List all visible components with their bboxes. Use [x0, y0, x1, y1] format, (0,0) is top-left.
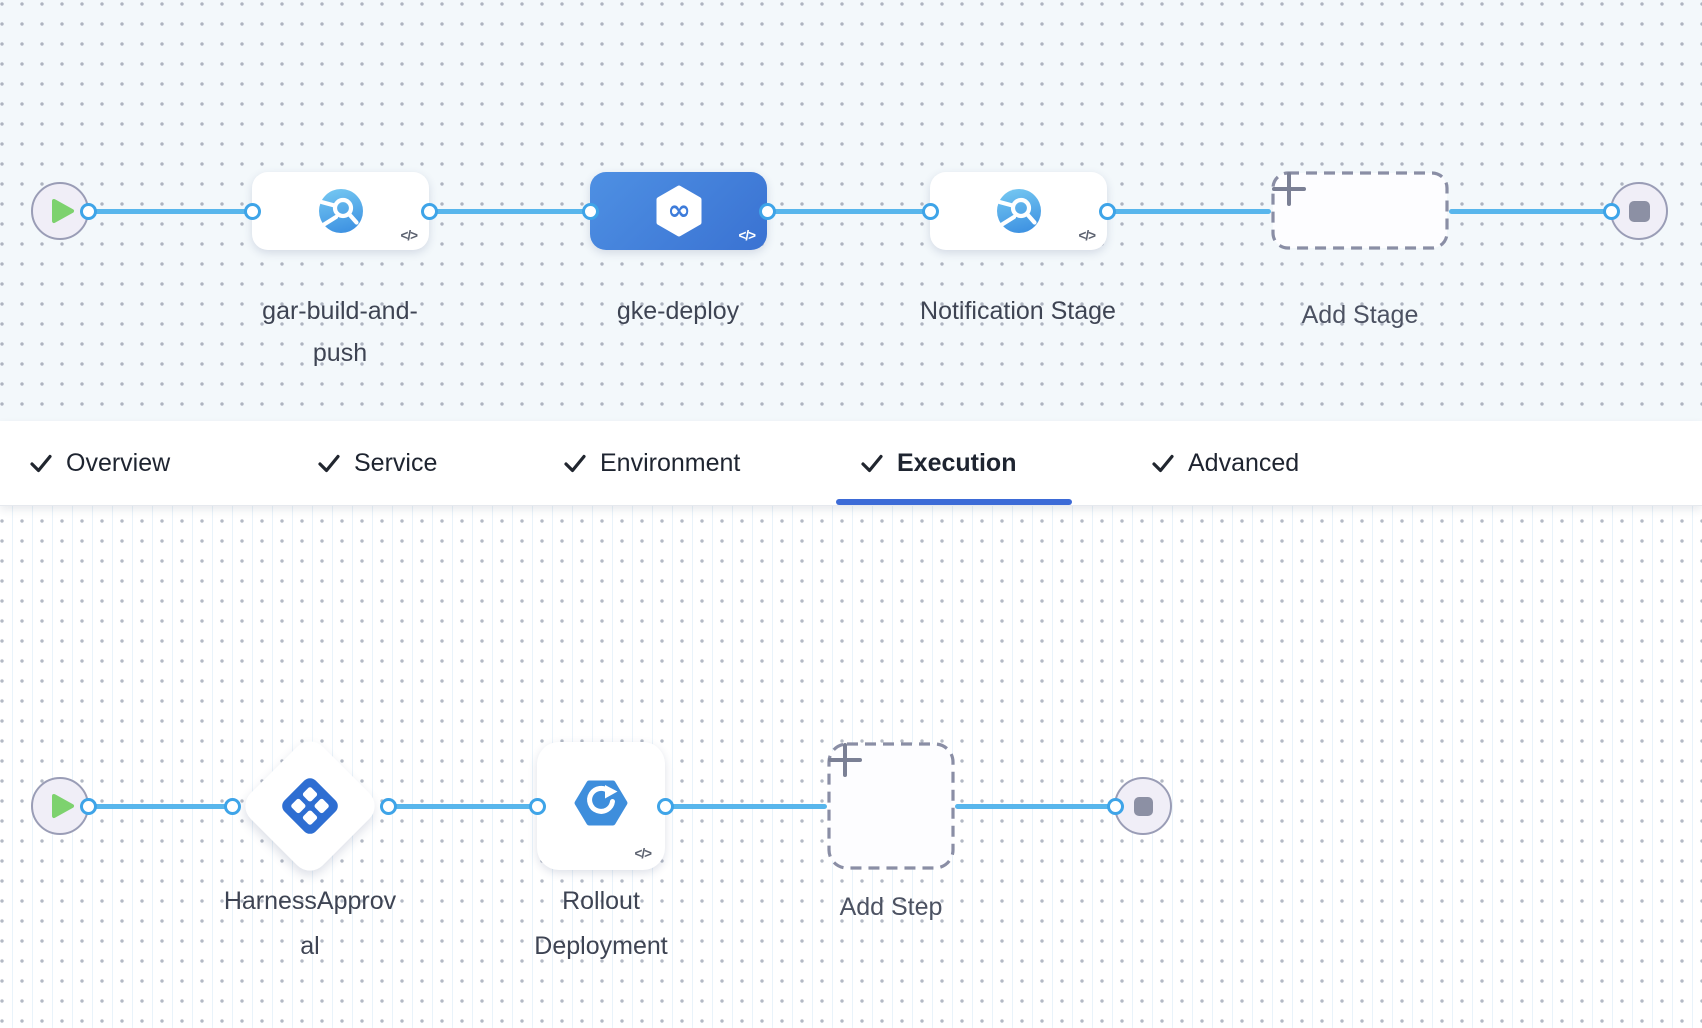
plus-icon [828, 743, 862, 777]
plus-icon [1272, 172, 1306, 206]
add-step-label: Add Step [839, 893, 943, 921]
execution-start-node [31, 777, 89, 835]
port-stage1-in[interactable] [243, 202, 261, 220]
stop-icon [1628, 200, 1650, 222]
port-end-in[interactable] [1602, 202, 1620, 220]
step-card-rollout-deployment[interactable]: </> [537, 742, 665, 870]
edge-stage1-to-stage2 [429, 208, 590, 214]
edge-start-to-stage1 [88, 208, 252, 214]
edge-stage2-to-stage3 [767, 208, 930, 214]
stage-card-gar-build-and-push[interactable]: </> [252, 172, 429, 250]
tab-label: Service [354, 448, 438, 477]
custom-stage-icon [996, 189, 1041, 233]
step-label-harness-approval: HarnessApproval [223, 887, 397, 960]
stage-yaml-badge[interactable]: </> [1078, 228, 1096, 243]
port-start-out[interactable] [79, 202, 97, 220]
edge-addstage-to-end [1449, 208, 1611, 214]
port-stage1-out[interactable] [420, 202, 438, 220]
add-stage-label: Add Stage [1301, 301, 1419, 329]
stop-icon [1133, 796, 1153, 816]
edge-start-to-approval [88, 803, 232, 809]
add-stage-button[interactable] [1271, 171, 1449, 250]
tab-service[interactable]: Service [317, 421, 437, 505]
ci-stage-icon [318, 189, 363, 233]
port-rollout-out[interactable] [656, 797, 674, 815]
edge-addstep-to-end [955, 803, 1115, 809]
active-tab-underline [836, 499, 1072, 505]
tab-execution[interactable]: Execution [860, 421, 1016, 505]
edge-approval-to-rollout [388, 803, 537, 809]
tab-label: Advanced [1188, 448, 1300, 477]
stage-yaml-badge[interactable]: </> [400, 228, 418, 243]
tab-environment[interactable]: Environment [563, 421, 740, 505]
pipeline-start-node [31, 182, 89, 240]
tab-label: Environment [600, 448, 741, 477]
rollout-deployment-icon [574, 780, 628, 826]
stage-label-gke-deploy: gke-deploy [616, 297, 740, 325]
cd-stage-icon: ∞ [656, 185, 701, 237]
step-yaml-badge[interactable]: </> [634, 846, 652, 861]
play-icon [52, 794, 74, 818]
stage-graph-canvas[interactable]: </> ∞ </> < [0, 0, 1702, 421]
check-icon [1152, 454, 1174, 473]
tab-label: Execution [897, 448, 1017, 477]
port-exec-end-in[interactable] [1106, 797, 1124, 815]
check-icon [861, 454, 883, 473]
step-label-rollout-deployment: Rollout Deployment [534, 887, 668, 960]
tab-advanced[interactable]: Advanced [1151, 421, 1299, 505]
check-icon [30, 454, 52, 473]
port-exec-start-out[interactable] [79, 797, 97, 815]
stage-card-notification-stage[interactable]: </> [930, 172, 1107, 250]
port-rollout-in[interactable] [528, 797, 546, 815]
stage-config-tabbar: Overview Service Environment Execution A… [0, 421, 1702, 506]
stage-card-gke-deploy[interactable]: ∞ </> [590, 172, 767, 250]
add-step-button[interactable] [827, 742, 955, 870]
svg-text:∞: ∞ [667, 194, 690, 227]
check-icon [564, 454, 586, 473]
execution-graph-canvas[interactable]: </> HarnessApproval [0, 505, 1702, 1028]
port-stage3-in[interactable] [921, 202, 939, 220]
edge-stage3-to-addstage [1107, 208, 1271, 214]
port-stage2-in[interactable] [581, 202, 599, 220]
play-icon [52, 199, 74, 223]
stage-label-notification-stage: Notification Stage [920, 297, 1116, 325]
pipeline-end-node [1610, 182, 1668, 240]
stage-yaml-badge[interactable]: </> [738, 228, 756, 243]
stage-label-gar-build-and-push: gar-build-and-push [262, 297, 418, 367]
port-stage3-out[interactable] [1098, 202, 1116, 220]
tab-overview[interactable]: Overview [29, 421, 170, 505]
port-stage2-out[interactable] [758, 202, 776, 220]
edge-rollout-to-addstep [665, 803, 827, 809]
tab-label: Overview [66, 448, 171, 477]
port-approval-out[interactable] [379, 797, 397, 815]
approval-step-icon [282, 778, 338, 834]
check-icon [318, 454, 340, 473]
port-approval-in[interactable] [223, 797, 241, 815]
